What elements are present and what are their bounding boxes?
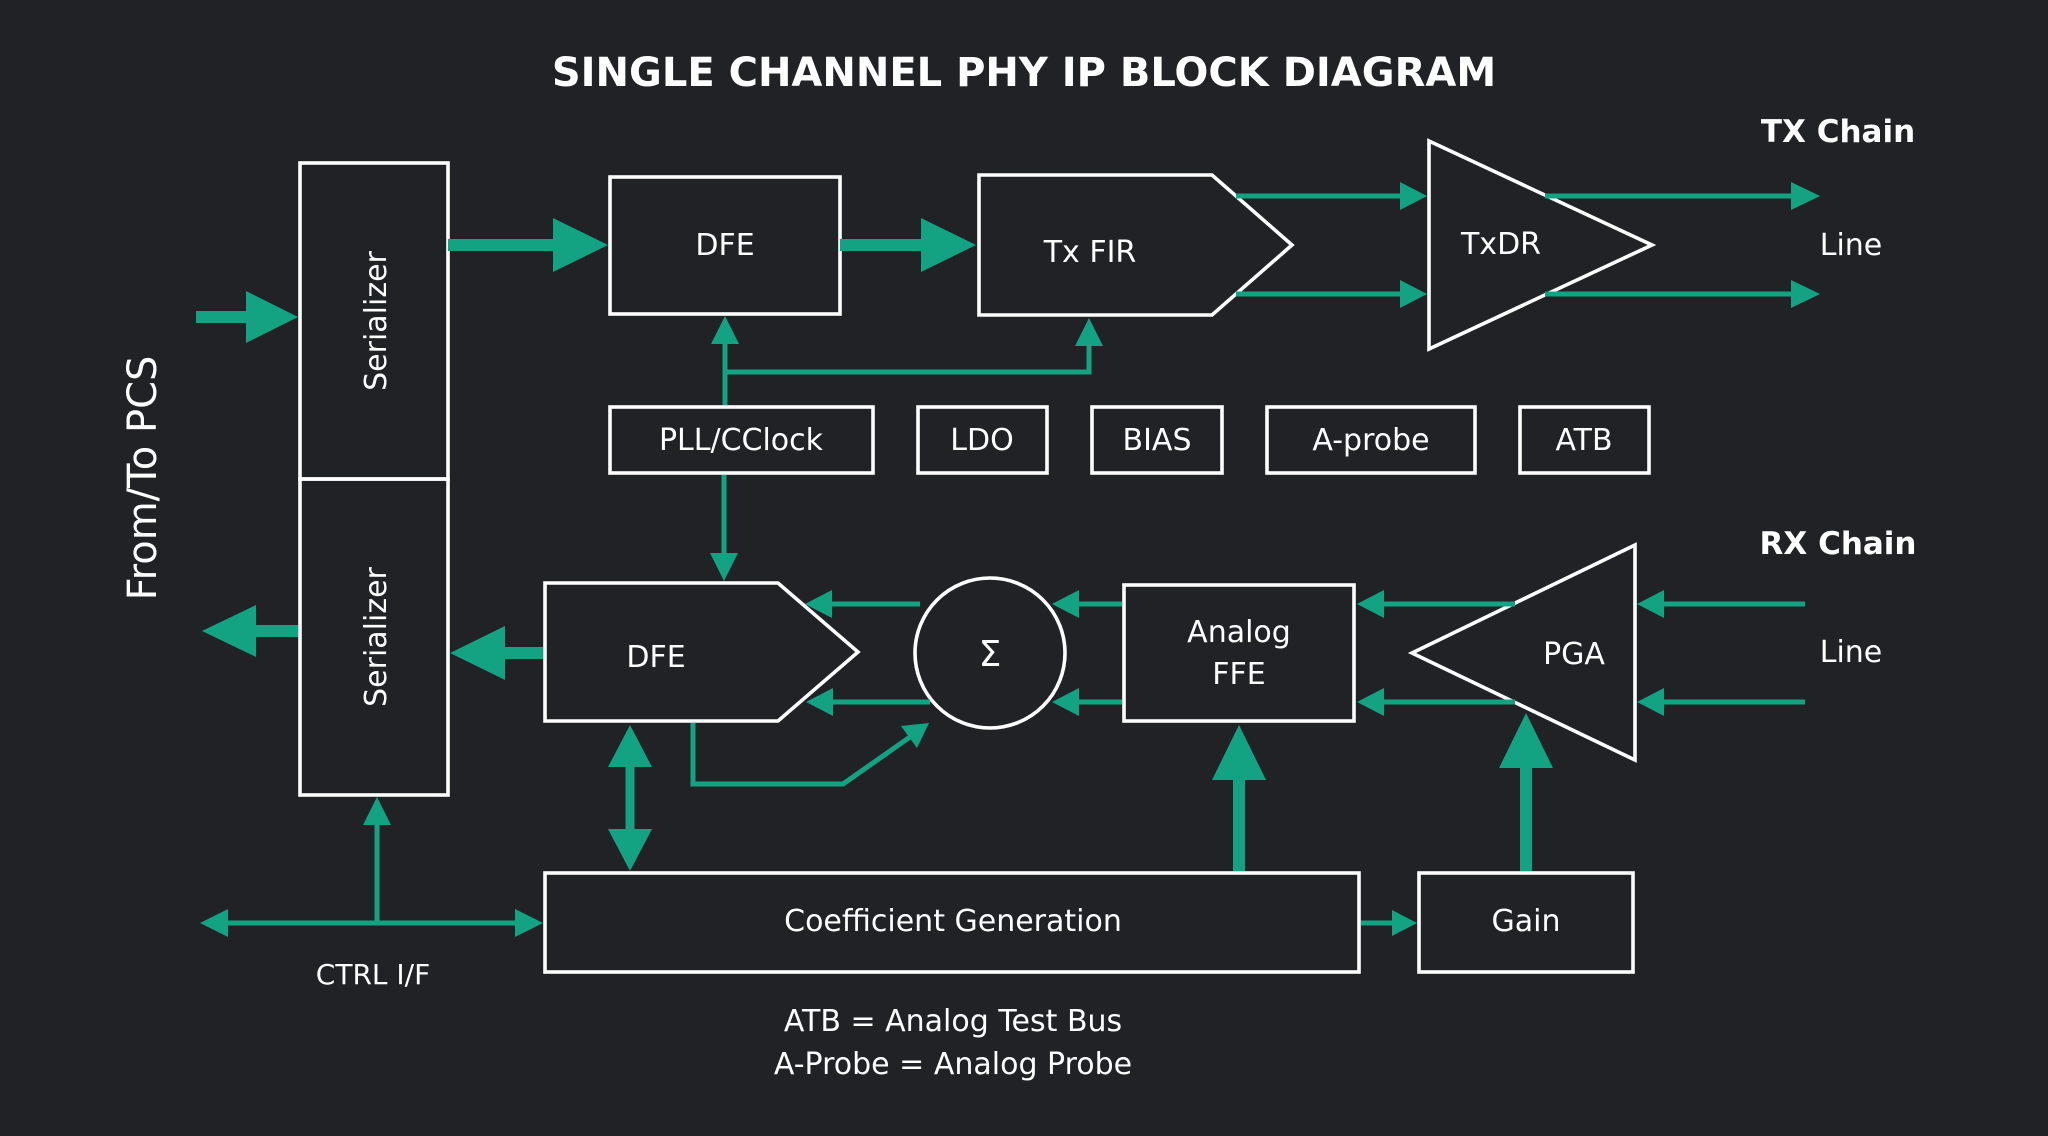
line-to-pga-bottom-head [1637, 688, 1664, 716]
pga-block: PGA [1407, 542, 1637, 763]
sum-to-rx-dfe-top-head [805, 590, 832, 618]
ffe-to-sum-top-head [1052, 590, 1079, 618]
tx-dfe-block: DFE [608, 175, 842, 316]
tx-fir-label: Tx FIR [1043, 235, 1137, 270]
gain-block: Gain [1417, 871, 1635, 974]
diagram-title: SINGLE CHANNEL PHY IP BLOCK DIAGRAM [552, 50, 1496, 96]
pga-to-ffe-top-head [1357, 590, 1384, 618]
pll-cclock-label: PLL/CClock [659, 423, 824, 458]
ctrl-if-to-serializer-head [363, 797, 391, 825]
rx-dfe-block: DFE [543, 581, 861, 723]
ldo-label: LDO [950, 423, 1013, 458]
serializer-tx-label: Serializer [359, 250, 394, 390]
pga-label: PGA [1543, 637, 1605, 672]
pcs-out-arrowhead [202, 605, 256, 657]
summing-node: Σ [913, 576, 1067, 730]
pll-to-tx-fir [725, 344, 1092, 375]
aprobe-block: A-probe [1265, 405, 1477, 475]
bias-label: BIAS [1123, 423, 1192, 458]
dfe-coeff-bidir-head-up [608, 725, 652, 767]
note-aprobe: A-Probe = Analog Probe [774, 1047, 1132, 1082]
analog-ffe-label-line1: Analog [1187, 615, 1291, 650]
ctrl-if-bus-head-left [200, 909, 228, 937]
serializer-rx-block: Serializer [298, 477, 450, 797]
serializer-tx-block: Serializer [298, 161, 450, 481]
bias-block: BIAS [1090, 405, 1224, 475]
gain-label: Gain [1492, 904, 1561, 939]
summing-node-symbol: Σ [979, 634, 1002, 675]
rx-line-label: Line [1820, 635, 1883, 670]
ffe-to-sum-bottom-head [1052, 688, 1079, 716]
coefficient-generation-label: Coefficient Generation [784, 904, 1122, 939]
coeff-to-gain-head [1392, 910, 1417, 936]
pga-to-ffe-bottom-head [1357, 688, 1384, 716]
fir-to-txdr-bottom-head [1400, 280, 1427, 308]
signal-connectors [196, 182, 1820, 937]
ctrl-if-label: CTRL I/F [316, 958, 430, 991]
rx-chain-label: RX Chain [1760, 526, 1917, 562]
rx-dfe-feedback [690, 723, 912, 787]
analog-ffe-label-line2: FFE [1212, 657, 1265, 692]
serializer-to-tx-dfe-head [553, 218, 608, 272]
tx-driver-label: TxDR [1460, 227, 1541, 262]
tx-chain-label: TX Chain [1761, 114, 1915, 150]
tx-line-label: Line [1820, 228, 1883, 263]
atb-block: ATB [1518, 405, 1651, 475]
rx-dfe-feedback-head [901, 723, 929, 748]
tx-dfe-label: DFE [695, 228, 754, 263]
ldo-block: LDO [916, 405, 1049, 475]
pll-cclock-block: PLL/CClock [608, 405, 875, 475]
serializer-rx-label: Serializer [359, 566, 394, 706]
aprobe-label: A-probe [1312, 423, 1429, 458]
pcs-in-arrowhead [246, 291, 298, 343]
pll-to-tx-fir-head [1075, 318, 1103, 346]
pll-to-tx-dfe-head [711, 316, 739, 344]
sum-to-rx-dfe-bottom-head [806, 688, 833, 716]
tx-fir-block: Tx FIR [977, 173, 1295, 317]
gain-to-pga-head [1499, 713, 1553, 768]
rx-dfe-to-serializer-head [450, 626, 505, 680]
note-atb: ATB = Analog Test Bus [784, 1004, 1122, 1039]
pcs-side-label: From/To PCS [120, 356, 166, 601]
txdr-to-line-bottom-head [1791, 280, 1820, 308]
pll-to-rx-dfe-head [710, 553, 738, 581]
tx-driver-block: TxDR [1427, 138, 1657, 352]
rx-dfe-label: DFE [626, 640, 685, 675]
dfe-coeff-bidir-head-down [608, 829, 652, 871]
txdr-to-line-top-head [1791, 182, 1820, 210]
fir-to-txdr-top-head [1400, 182, 1427, 210]
tx-dfe-to-fir-head [921, 218, 976, 272]
coefficient-generation-block: Coefficient Generation [543, 871, 1361, 974]
analog-ffe-block: Analog FFE [1122, 583, 1356, 723]
line-to-pga-top-head [1637, 590, 1664, 618]
atb-label: ATB [1555, 423, 1612, 458]
ctrl-if-bus-head-right [515, 909, 543, 937]
coeff-to-ffe-head [1212, 725, 1266, 780]
